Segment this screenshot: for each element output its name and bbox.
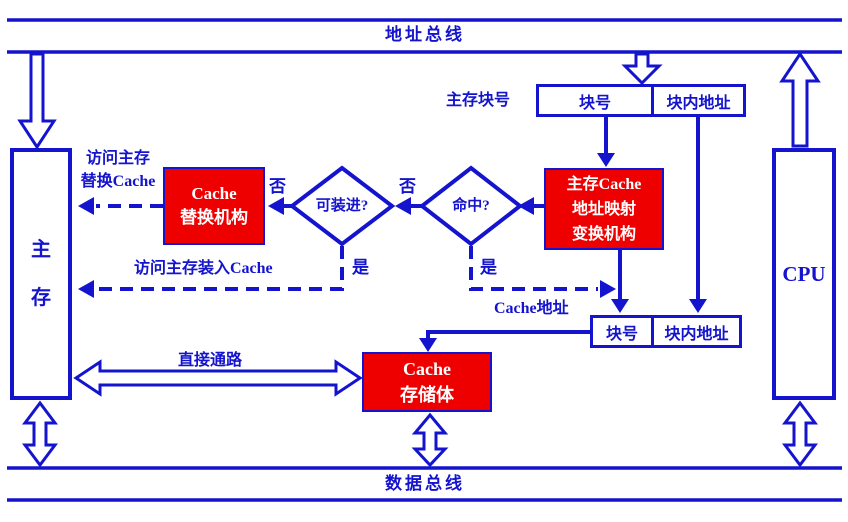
address-mapping-line1: 主存Cache	[566, 175, 642, 193]
cache-storage-line2: 存储体	[400, 385, 454, 405]
visit-load-label: 访问主存装入Cache	[134, 260, 273, 277]
address-mapping-box: 主存Cache 地址映射 变换机构	[544, 168, 664, 250]
cache-address-to-storage-arrow	[419, 330, 590, 352]
cache-inblock-address-cell: 块内地址	[651, 318, 739, 345]
main-memory-block-register: 块号 块内地址	[536, 84, 746, 117]
loadable-diamond-label: 可装进?	[315, 198, 369, 214]
block-to-mapping-arrow	[597, 117, 615, 167]
loadable-diamond	[288, 165, 396, 247]
no-label-loadable: 否	[269, 177, 286, 196]
cpu-box: CPU	[772, 148, 836, 400]
loadable-no-to-replace-arrow	[268, 197, 292, 215]
cache-storage-box: Cache 存储体	[362, 352, 492, 412]
data-bus	[7, 466, 842, 502]
loadable-yes-to-main-memory-dashed-arrow	[78, 246, 344, 298]
visit-replace-line1: 访问主存	[85, 150, 150, 167]
cache-replace-box: Cache 替换机构	[163, 167, 265, 245]
address-bus-label: 地址总线	[385, 25, 465, 44]
cache-address-caption: Cache地址	[494, 300, 569, 317]
cache-replace-line1: Cache	[191, 184, 237, 203]
main-memory-label-char2: 存	[31, 287, 51, 309]
data-bus-label: 数据总线	[385, 474, 465, 493]
cpu-to-address-bus-arrow	[779, 51, 821, 148]
cache-replace-line2: 替换机构	[180, 208, 248, 227]
yes-label-hit: 是	[480, 258, 497, 277]
mapping-to-cache-block-arrow	[611, 250, 629, 313]
hit-no-to-loadable-arrow	[395, 197, 422, 215]
main-memory-box: 主 存	[10, 148, 72, 400]
no-label-hit: 否	[399, 177, 416, 196]
hit-diamond	[418, 165, 524, 247]
yes-label-loadable: 是	[352, 258, 369, 277]
mapping-to-hit-arrow	[518, 197, 544, 215]
visit-replace-label: 访问主存 替换Cache	[74, 147, 162, 193]
address-mapping-line3: 变换机构	[571, 225, 636, 243]
cpu-data-bus-arrow	[782, 400, 818, 468]
visit-replace-line2: 替换Cache	[80, 173, 156, 190]
main-memory-data-bus-arrow	[22, 400, 58, 468]
inblock-address-down-arrow	[689, 117, 707, 313]
bus-to-block-register-arrow	[621, 52, 663, 86]
main-block-register-caption: 主存块号	[446, 92, 511, 109]
main-block-number-cell: 块号	[578, 94, 611, 112]
cache-address-register: 块号 块内地址	[590, 315, 742, 348]
main-inblock-address-cell: 块内地址	[651, 87, 743, 114]
main-memory-label-char1: 主	[31, 239, 51, 261]
cache-storage-data-bus-arrow	[411, 412, 449, 468]
cache-block-number-cell: 块号	[605, 325, 638, 343]
direct-path-label: 直接通路	[178, 352, 243, 369]
cache-storage-line1: Cache	[403, 359, 451, 379]
address-mapping-line2: 地址映射	[571, 200, 636, 218]
direct-path-arrow	[73, 359, 363, 397]
bus-to-main-memory-arrow	[17, 52, 57, 150]
hit-yes-to-cache-address-dashed-arrow	[469, 246, 616, 298]
replace-to-main-memory-dashed-arrow	[78, 197, 163, 215]
address-bus	[7, 18, 842, 54]
hit-diamond-label: 命中?	[452, 198, 490, 214]
